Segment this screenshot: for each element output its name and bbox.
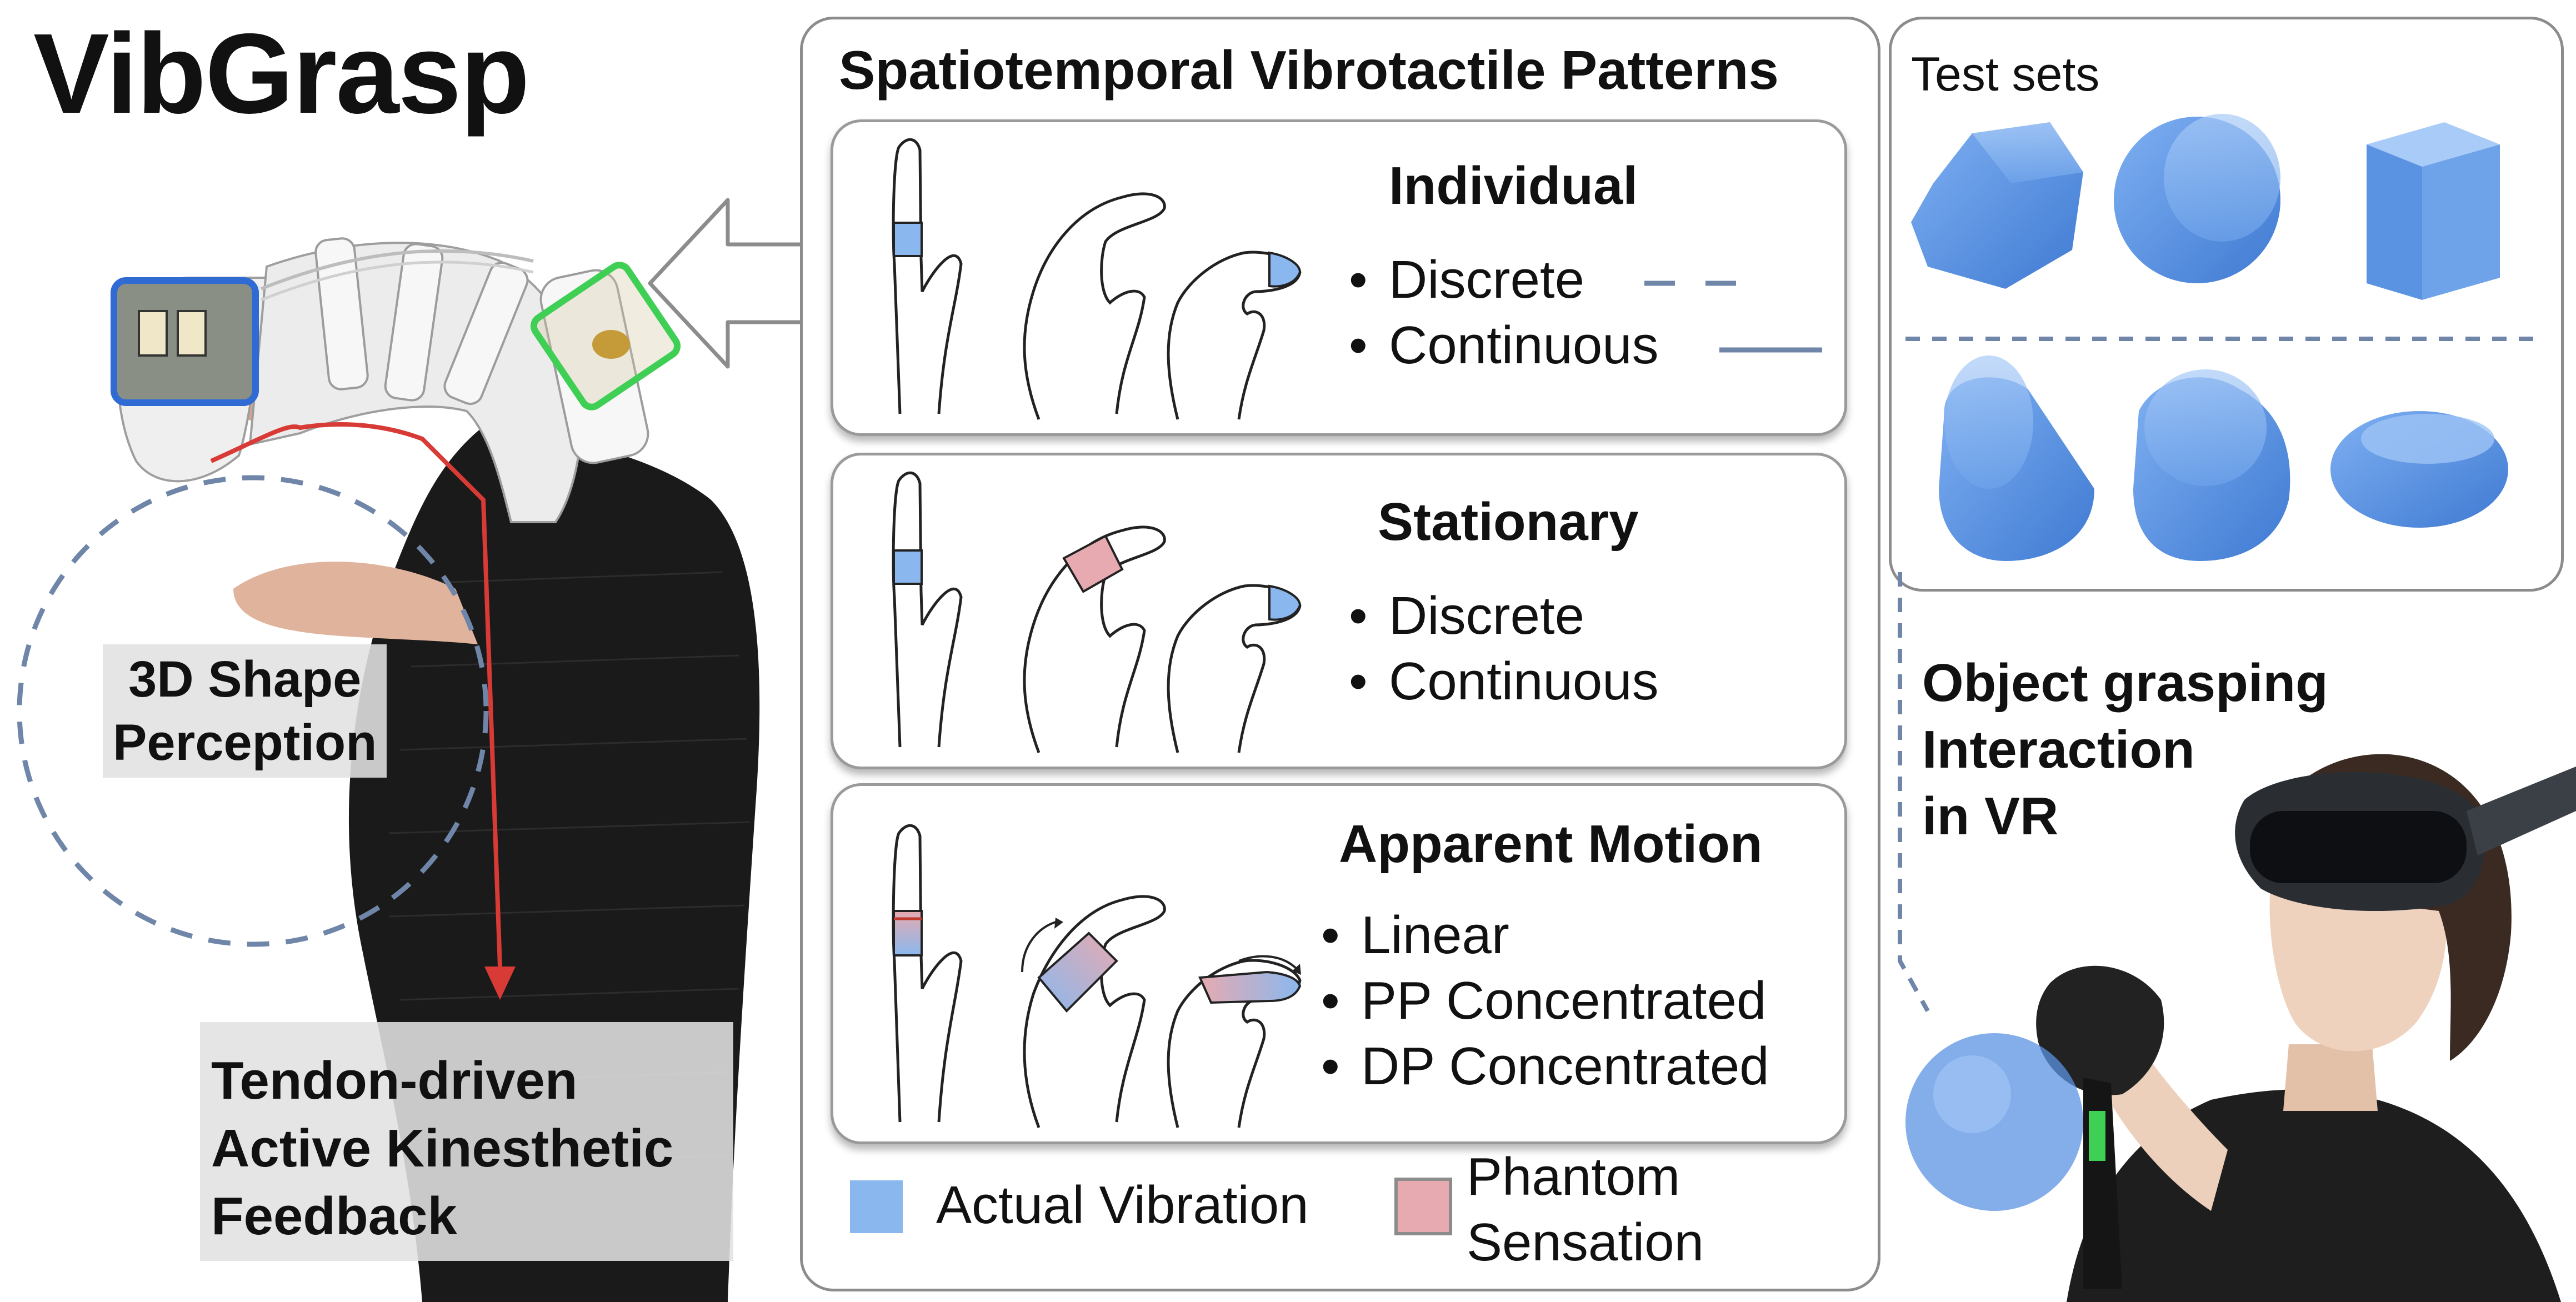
connector-line xyxy=(1898,572,1930,1012)
vr-user-illustration xyxy=(1905,754,2576,1302)
shape-cylinder-2 xyxy=(1939,355,2094,561)
shape-cylinder xyxy=(2114,114,2280,283)
line-style-icons xyxy=(1644,281,1822,353)
shape-perception-label: 3D Shape Perception xyxy=(103,644,387,778)
test-shapes xyxy=(1905,114,2544,561)
phantom-sensation-label: Phantom Sensation xyxy=(1467,1147,1704,1272)
stationary-item-continuous: Continuous xyxy=(1339,649,1659,714)
tendon-feedback-label: Tendon-driven Active Kinesthetic Feedbac… xyxy=(200,1022,733,1261)
phantom-sensation-swatch xyxy=(1394,1178,1452,1235)
individual-finger-diagrams xyxy=(892,138,1302,420)
apparent-item-dp: DP Concentrated xyxy=(1311,1034,1769,1099)
individual-title: Individual xyxy=(1389,156,1638,216)
apparent-item-pp: PP Concentrated xyxy=(1311,968,1769,1034)
shape-cylinder-3 xyxy=(2133,369,2290,561)
stationary-list: Discrete Continuous xyxy=(1339,583,1659,714)
test-sets-title: Test sets xyxy=(1911,48,2100,101)
individual-list: Discrete Continuous xyxy=(1339,247,1659,378)
individual-item-discrete: Discrete xyxy=(1339,247,1659,313)
shape-flat-ellipse xyxy=(2330,411,2508,528)
apparent-motion-list: Linear PP Concentrated DP Concentrated xyxy=(1311,903,1769,1099)
apparent-motion-title: Apparent Motion xyxy=(1339,814,1763,874)
stationary-finger-diagrams xyxy=(892,471,1302,753)
shape-cube xyxy=(2367,122,2500,300)
actual-vibration-swatch xyxy=(850,1180,903,1233)
stationary-title: Stationary xyxy=(1378,492,1639,552)
page-title: VibGrasp xyxy=(33,10,530,137)
apparent-motion-finger-diagrams xyxy=(892,824,1302,1128)
apparent-item-linear: Linear xyxy=(1311,903,1769,968)
vr-interaction-label: Object grasping Interaction in VR xyxy=(1922,653,2328,846)
patterns-title: Spatiotemporal Vibrotactile Patterns xyxy=(839,39,1779,101)
actual-vibration-label: Actual Vibration xyxy=(936,1175,1309,1235)
individual-item-continuous: Continuous xyxy=(1339,313,1659,378)
stationary-item-discrete: Discrete xyxy=(1339,583,1659,649)
